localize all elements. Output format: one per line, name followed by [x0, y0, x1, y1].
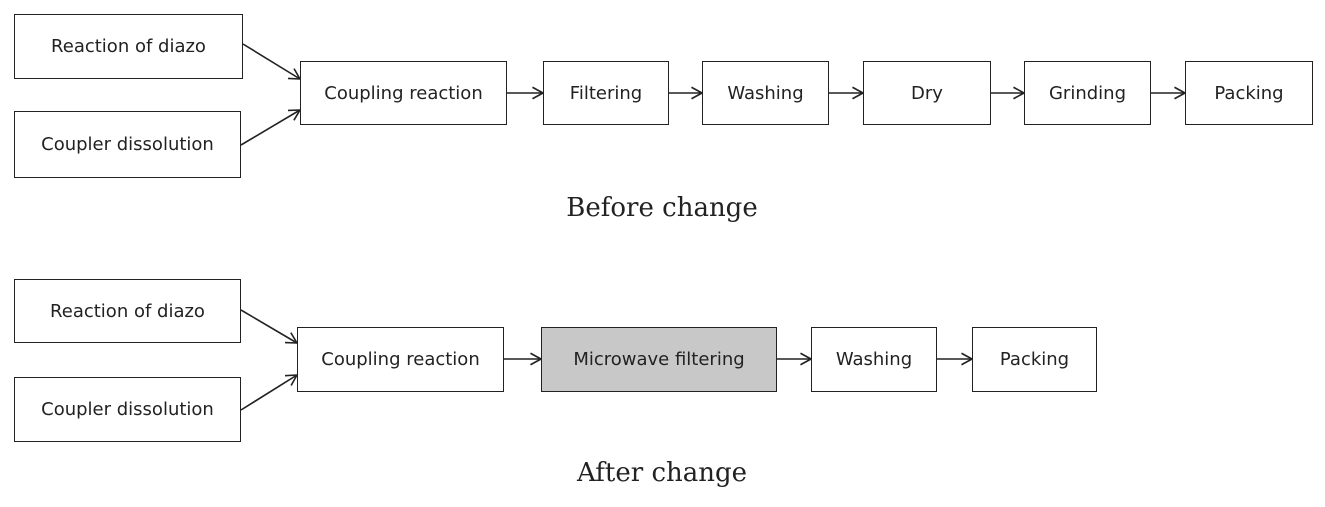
before-step-dry: Dry — [863, 61, 991, 125]
before-step-washing: Washing — [702, 61, 829, 125]
before-caption: Before change — [566, 193, 758, 223]
arrow-before-coupler-to-coupling — [240, 109, 301, 146]
before-step-grinding: Grinding — [1024, 61, 1151, 125]
arrow-after-coupling-to-microwave — [504, 352, 542, 366]
after-step-microwave-filtering: Microwave filtering — [541, 327, 777, 392]
after-step-washing: Washing — [811, 327, 937, 392]
arrow-before-dry-to-grinding — [991, 86, 1025, 100]
arrow-after-diazo-to-coupling — [240, 309, 298, 344]
before-step-filtering: Filtering — [543, 61, 669, 125]
before-step-coupling: Coupling reaction — [300, 61, 507, 125]
before-input-coupler: Coupler dissolution — [14, 111, 241, 178]
after-input-coupler: Coupler dissolution — [14, 377, 241, 442]
arrow-before-coupling-to-filtering — [507, 86, 544, 100]
after-step-coupling: Coupling reaction — [297, 327, 504, 392]
after-input-diazo: Reaction of diazo — [14, 279, 241, 343]
arrow-before-diazo-to-coupling — [242, 43, 301, 80]
arrow-before-grinding-to-packing — [1151, 86, 1186, 100]
arrow-after-microwave-to-washing — [777, 352, 812, 366]
before-step-packing: Packing — [1185, 61, 1313, 125]
arrow-after-coupler-to-coupling — [240, 374, 298, 411]
before-input-diazo: Reaction of diazo — [14, 14, 243, 79]
arrow-before-filtering-to-washing — [669, 86, 703, 100]
arrow-before-washing-to-dry — [829, 86, 864, 100]
after-caption: After change — [576, 458, 748, 488]
arrow-after-washing-to-packing — [937, 352, 973, 366]
after-step-packing: Packing — [972, 327, 1097, 392]
